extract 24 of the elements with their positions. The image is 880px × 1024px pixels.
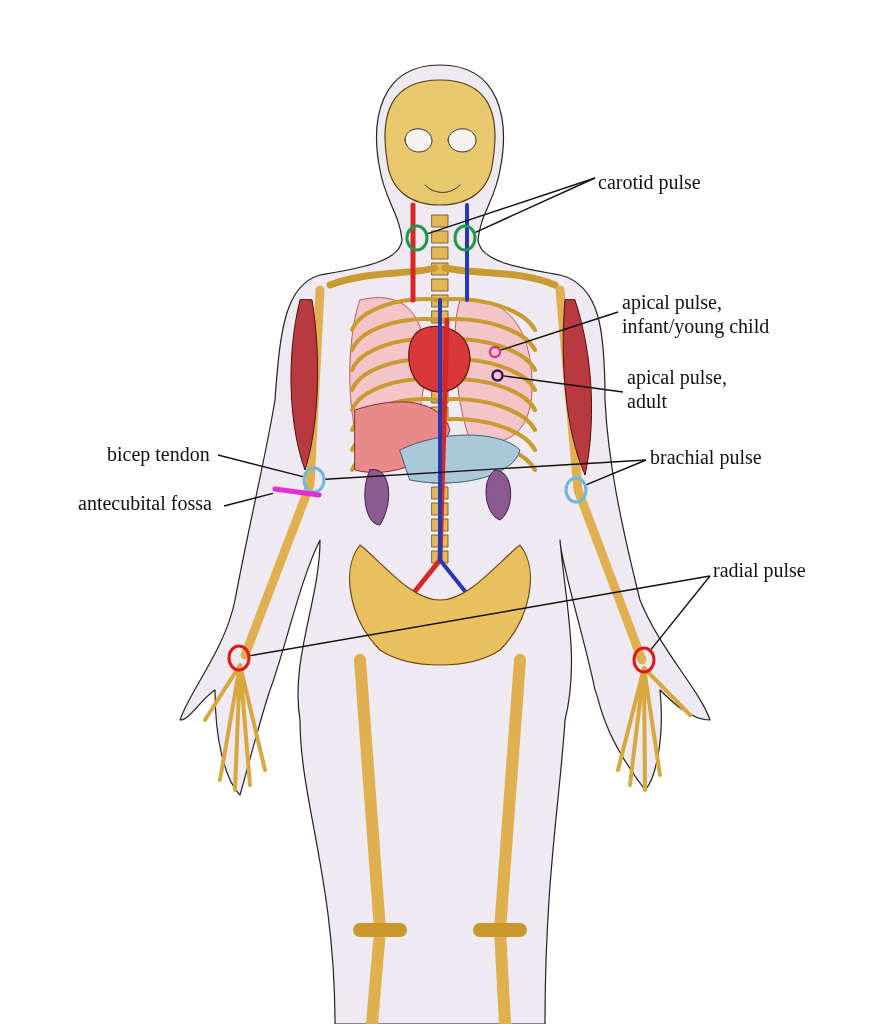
leader-line [249,575,711,657]
leader-line [585,459,647,486]
leader-line [500,311,619,351]
leader-line [217,454,304,478]
callout-label: apical pulse, adult [627,365,728,413]
callout-label: radial pulse [713,558,807,582]
pulse-point-ring [563,475,589,505]
pulse-point-ring [488,345,502,359]
callout-label: bicep tendon [107,442,211,466]
pulse-point-ring [631,645,657,675]
leader-line [502,375,624,393]
leader-line [650,575,711,651]
pulse-point-ring [301,465,327,495]
callout-label: apical pulse, infant/young child [622,290,771,338]
leader-line [223,492,274,507]
pulse-point-ring [226,643,252,673]
pulse-point-ring [404,223,430,253]
callout-label: brachial pulse [650,445,763,469]
callout-label: carotid pulse [598,170,702,194]
pulse-point-ring [452,223,478,253]
callout-label: antecubital fossa [78,491,213,515]
leader-line [324,459,647,480]
pulse-point-ring [489,367,505,383]
leader-line [474,177,596,234]
